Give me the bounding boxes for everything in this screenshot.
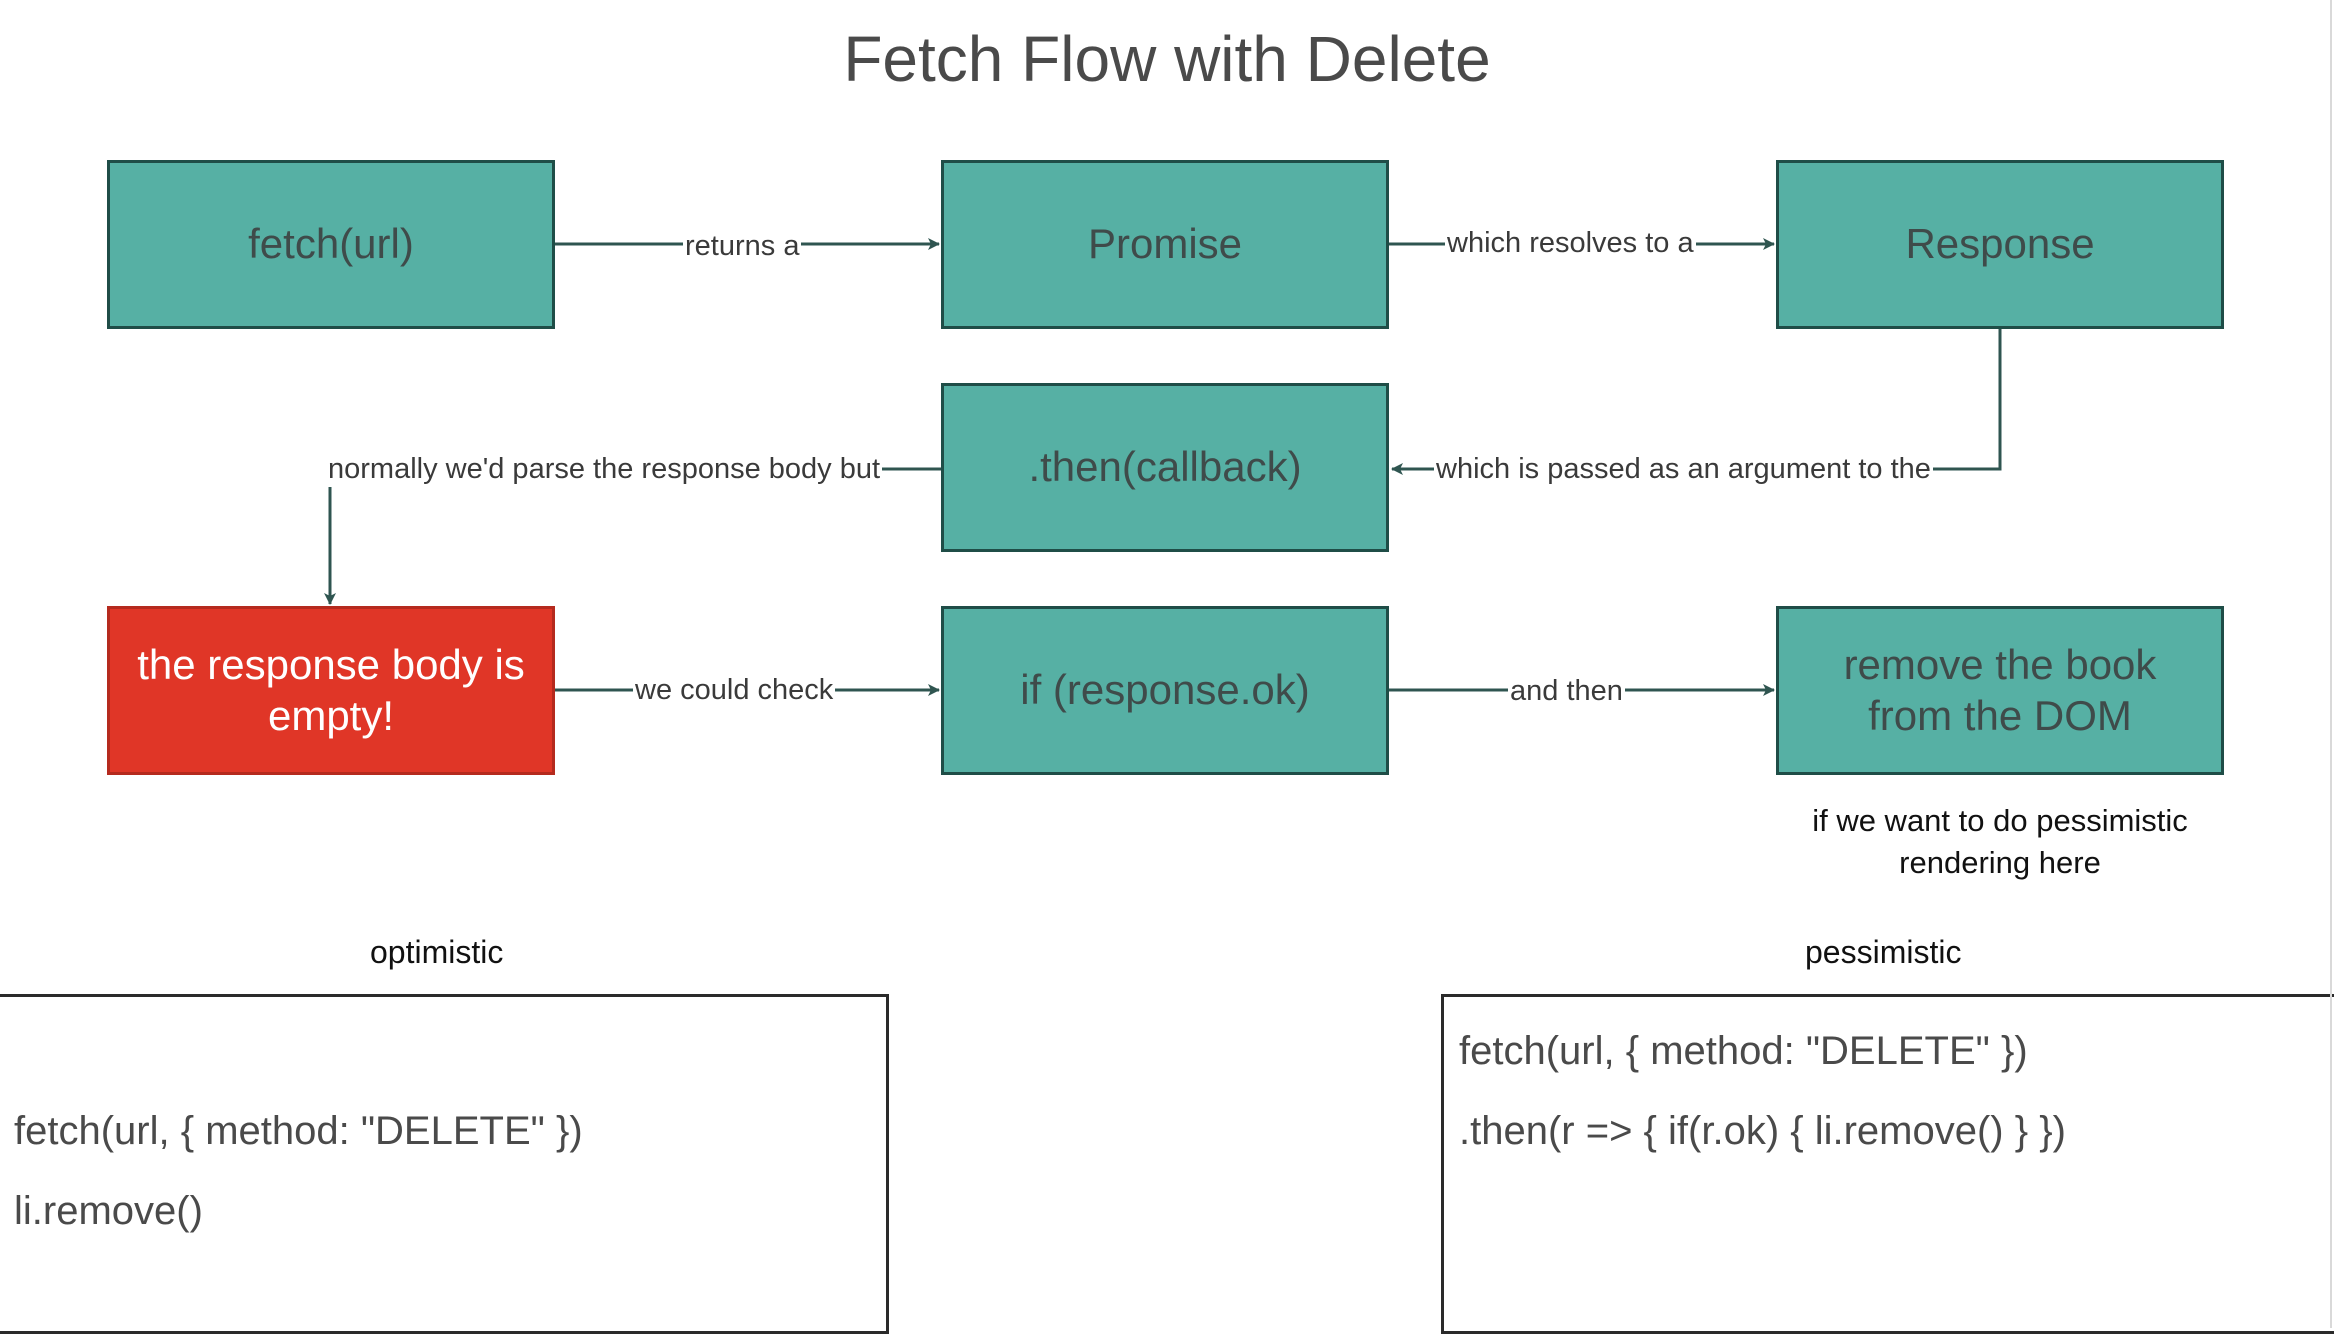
edge-label-and-then: and then xyxy=(1508,674,1625,709)
optimistic-code-line-2: li.remove() xyxy=(14,1189,203,1233)
optimistic-code-box: fetch(url, { method: "DELETE" }) li.remo… xyxy=(0,994,889,1334)
right-edge-divider xyxy=(2330,0,2332,1328)
connector-response-to-then xyxy=(1391,329,2002,475)
node-then-callback: .then(callback) xyxy=(941,383,1389,552)
edge-label-could-check: we could check xyxy=(633,673,836,708)
diagram-title: Fetch Flow with Delete xyxy=(843,23,1491,95)
pessimistic-hint-line-2: rendering here xyxy=(1899,844,2101,880)
pessimistic-hint: if we want to do pessimistic rendering h… xyxy=(1776,800,2224,884)
node-empty-body: the response body is empty! xyxy=(107,606,555,775)
pessimistic-label: pessimistic xyxy=(1805,934,1962,970)
node-remove-book: remove the book from the DOM xyxy=(1776,606,2224,775)
node-promise: Promise xyxy=(941,160,1389,329)
pessimistic-code-line-1: fetch(url, { method: "DELETE" }) xyxy=(1459,1029,2028,1073)
node-response: Response xyxy=(1776,160,2224,329)
edge-label-passed-argument: which is passed as an argument to the xyxy=(1434,452,1933,487)
pessimistic-code-line-2: .then(r => { if(r.ok) { li.remove() } }) xyxy=(1459,1109,2066,1153)
node-if-response-ok: if (response.ok) xyxy=(941,606,1389,775)
optimistic-label: optimistic xyxy=(370,934,504,970)
pessimistic-code-box: fetch(url, { method: "DELETE" }) .then(r… xyxy=(1441,994,2334,1334)
node-fetch: fetch(url) xyxy=(107,160,555,329)
pessimistic-hint-line-1: if we want to do pessimistic xyxy=(1812,803,2188,838)
optimistic-code-line-1: fetch(url, { method: "DELETE" }) xyxy=(14,1109,583,1153)
connector-then-to-empty xyxy=(324,467,941,605)
edge-label-resolves: which resolves to a xyxy=(1445,226,1696,261)
edge-label-parse-body: normally we'd parse the response body bu… xyxy=(326,452,883,487)
edge-label-returns: returns a xyxy=(683,229,802,264)
